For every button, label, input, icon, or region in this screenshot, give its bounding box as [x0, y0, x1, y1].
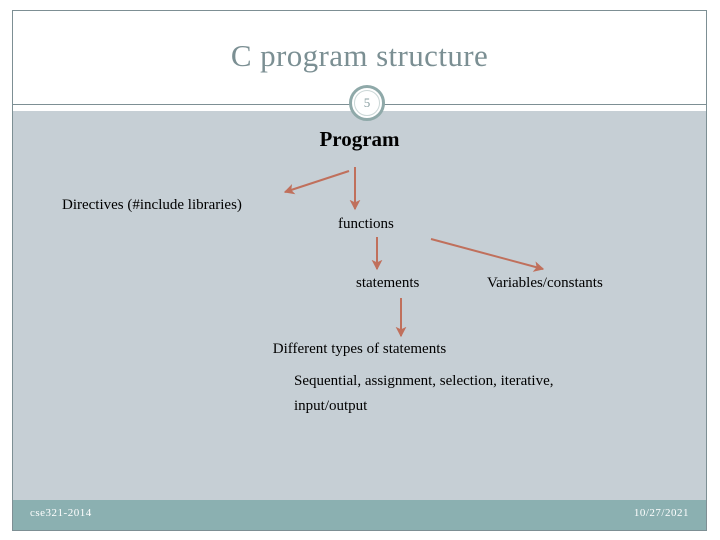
footer-course-label: cse321-2014	[30, 507, 92, 519]
diagram-node-different-types: Different types of statements	[272, 341, 447, 357]
diagram-node-statement-kinds: Sequential, assignment, selection, itera…	[294, 373, 554, 414]
slide-body: Program Directives (#include libraries) …	[13, 111, 706, 500]
page-title: C program structure	[230, 38, 489, 73]
slide-number-badge: 5	[349, 85, 385, 121]
slide-number-label: 5	[363, 95, 371, 110]
diagram-node-variables: Variables/constants	[487, 275, 603, 291]
badge-inner-ring	[354, 90, 380, 116]
edge-functions-variables	[430, 238, 545, 272]
diagram-node-functions: functions	[338, 216, 394, 232]
diagram-node-statements: statements	[356, 275, 420, 291]
diagram-arrows	[283, 167, 545, 338]
edge-program-directives	[283, 170, 350, 195]
slide-footer: cse321-2014 10/27/2021	[13, 500, 706, 530]
diagram-node-directives: Directives (#include libraries)	[62, 197, 242, 213]
diagram-node-program: Program	[319, 127, 400, 151]
footer-date-label: 10/27/2021	[633, 507, 689, 519]
